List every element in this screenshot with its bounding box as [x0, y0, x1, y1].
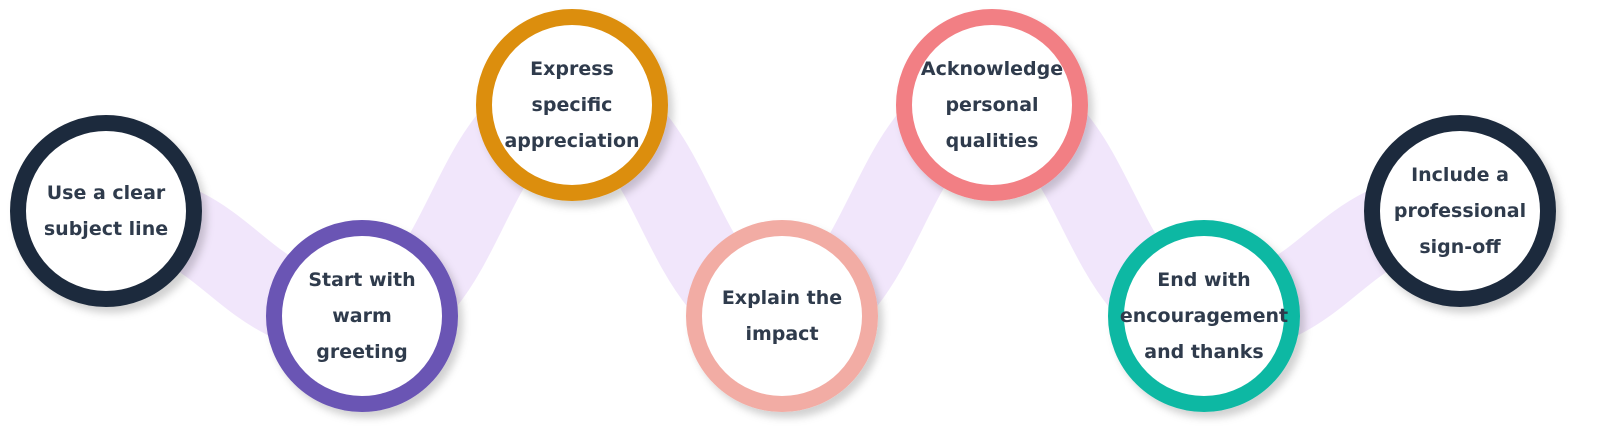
step-label-line: warm — [332, 305, 392, 327]
step-label-line: Express — [530, 58, 614, 80]
step-label-line: professional — [1394, 200, 1526, 222]
step-ring — [266, 220, 458, 412]
step-node-1: Use a clear subject line — [10, 115, 202, 307]
step-ring — [476, 9, 668, 201]
step-label-line: encouragement — [1120, 305, 1288, 327]
step-label-line: sign-off — [1419, 236, 1501, 258]
step-ring — [686, 220, 878, 412]
step-node-6: End with encouragement and thanks — [1108, 220, 1300, 412]
step-node-2: Start with warm greeting — [266, 220, 458, 412]
step-label-line: End with — [1157, 269, 1250, 291]
step-label-line: impact — [745, 323, 818, 345]
step-ring — [1108, 220, 1300, 412]
step-label-line: Start with — [308, 269, 415, 291]
step-ring — [896, 9, 1088, 201]
step-label-line: qualities — [946, 130, 1039, 152]
step-label-line: personal — [945, 94, 1038, 116]
step-node-5: Acknowledge personal qualities — [896, 9, 1088, 201]
step-node-7: Include a professional sign-off — [1364, 115, 1556, 307]
step-label-line: Include a — [1411, 164, 1509, 186]
step-node-3: Express specific appreciation — [476, 9, 668, 201]
step-label-line: appreciation — [504, 130, 639, 152]
step-label-line: Use a clear — [47, 182, 166, 204]
step-label-line: and thanks — [1144, 341, 1263, 363]
step-label-line: subject line — [44, 218, 168, 240]
step-label-line: Acknowledge — [921, 58, 1063, 80]
step-label-line: specific — [532, 94, 613, 116]
step-ring — [10, 115, 202, 307]
step-ring — [1364, 115, 1556, 307]
step-label-line: greeting — [316, 341, 407, 363]
step-label-line: Explain the — [722, 287, 842, 309]
step-node-4: Explain the impact — [686, 220, 878, 412]
